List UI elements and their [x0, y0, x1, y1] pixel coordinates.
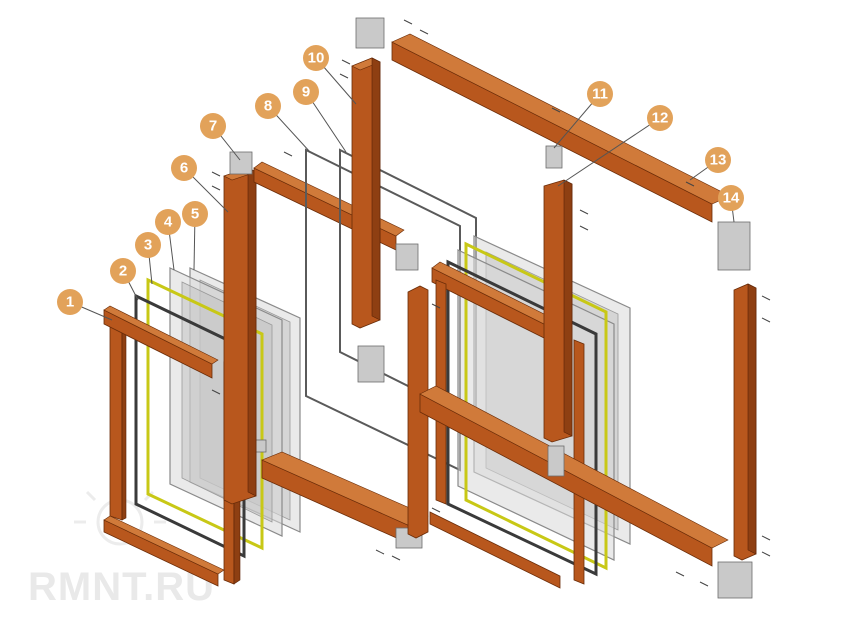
callout-11: 11 — [587, 81, 613, 107]
frame-top-short-bar — [253, 161, 405, 251]
callout-8: 8 — [255, 93, 281, 119]
callout-13-label: 13 — [710, 152, 727, 169]
callout-7-label: 7 — [209, 118, 217, 135]
callout-11-label: 11 — [592, 86, 608, 103]
callout-9: 9 — [293, 79, 319, 105]
frame-left-post — [223, 151, 257, 505]
bracket-11 — [545, 145, 563, 169]
callout-4-label: 4 — [164, 214, 173, 231]
callout-3-label: 3 — [144, 237, 152, 254]
frame-right-outer — [717, 221, 757, 599]
sash-frame-left-bar — [109, 317, 123, 521]
frame-bottom-right-bar-top — [419, 385, 729, 549]
corner-bracket-14 — [717, 221, 751, 271]
watermark: RMNT.RU — [28, 478, 215, 609]
frame-central-post — [351, 57, 381, 329]
left-sash-assembly — [103, 267, 301, 587]
callout-14-label: 14 — [723, 190, 740, 207]
frame-left-post-side — [247, 167, 257, 497]
callout-5-label: 5 — [191, 206, 199, 223]
callout-12-label: 12 — [652, 110, 669, 127]
callout-3: 3 — [135, 232, 161, 258]
callout-14: 14 — [718, 185, 744, 211]
callout-13: 13 — [705, 147, 731, 173]
callout-12: 12 — [647, 105, 673, 131]
sealing-gasket-dark — [134, 293, 246, 559]
callout-9-label: 9 — [302, 84, 310, 101]
sash-bracket-right — [547, 445, 565, 477]
callout-1: 1 — [57, 289, 83, 315]
callout-8-label: 8 — [264, 98, 272, 115]
right-sash-bottom-bar — [429, 511, 561, 589]
callout-10: 10 — [303, 45, 329, 71]
sash-frame-left-bar-side — [121, 319, 127, 521]
frame-top-long-bar-top — [391, 33, 731, 205]
watermark-text: RMNT.RU — [28, 565, 215, 609]
sash-frame-top-bar-top — [103, 305, 219, 365]
callout-1-label: 1 — [66, 294, 74, 311]
callout-4: 4 — [155, 209, 181, 235]
callout-10-label: 10 — [308, 50, 325, 67]
sash-frame-bottom-bar-top — [103, 515, 225, 575]
corner-bracket-mid-2 — [357, 345, 385, 383]
callout-2-label: 2 — [119, 263, 127, 280]
frame-central-post-side — [371, 57, 381, 321]
corner-bracket-top-left — [229, 151, 253, 175]
frame-right-post-side — [563, 179, 573, 437]
right-sash-assembly — [407, 179, 729, 589]
callout-6-label: 6 — [180, 160, 188, 177]
screws — [211, 19, 771, 587]
callout-5: 5 — [182, 201, 208, 227]
corner-bracket-top-center — [355, 17, 385, 49]
frame-top-short-bar-top — [253, 161, 405, 237]
frame-right-outer-post-side — [747, 283, 757, 555]
callout-6: 6 — [171, 155, 197, 181]
frame-top-long-bar — [355, 17, 731, 223]
frame-middle-stile — [407, 285, 429, 539]
corner-bracket-bottom-right — [717, 561, 753, 599]
callout-7: 7 — [200, 113, 226, 139]
callout-2: 2 — [110, 258, 136, 284]
corner-bracket-mid-1 — [395, 243, 419, 271]
